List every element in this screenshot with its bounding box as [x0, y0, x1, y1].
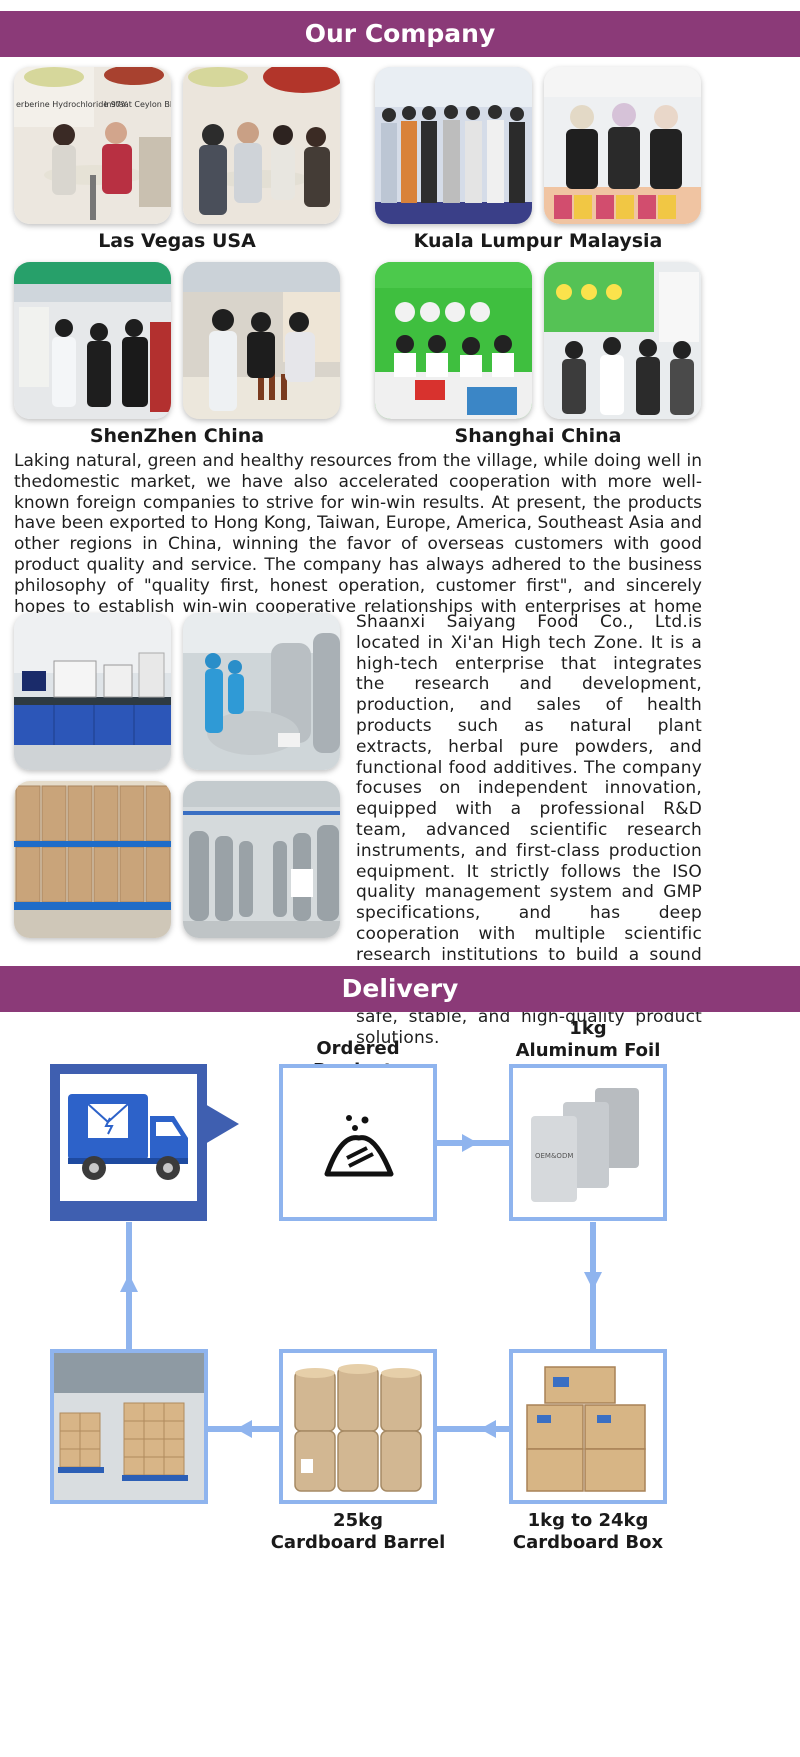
foil-bag-image: OEM&ODM — [531, 1088, 639, 1202]
barrel-box — [279, 1349, 437, 1504]
bag-label-text: OEM&ODM — [535, 1152, 573, 1160]
kuala-lumpur-photo-2 — [544, 67, 701, 224]
warehouse-image — [54, 1353, 204, 1500]
kuala-lumpur-photo-1 — [375, 67, 532, 224]
label-barrel: 25kg Cardboard Barrel — [270, 1510, 446, 1554]
truck-panel — [60, 1074, 197, 1201]
label-cardboard-box-type: Cardboard Box — [512, 1532, 664, 1553]
delivery-truck-icon — [68, 1094, 188, 1180]
lab-photo — [14, 613, 171, 770]
tank-hall-photo — [183, 781, 340, 938]
delivery-flow-arrows — [120, 1134, 602, 1438]
label-barrel-type: Cardboard Barrel — [270, 1532, 446, 1553]
barrel-warehouse-photo — [14, 781, 171, 938]
caption-shenzhen: ShenZhen China — [89, 425, 265, 447]
ordered-products-box — [279, 1064, 437, 1221]
production-photo — [183, 613, 340, 770]
caption-shanghai: Shanghai China — [454, 425, 622, 447]
company-intro-text: Laking natural, green and healthy resour… — [14, 451, 702, 637]
label-foil-bag-weight: 1kg — [569, 1018, 607, 1039]
warehouse-box — [50, 1349, 208, 1504]
shanghai-photo-2 — [544, 262, 701, 419]
las-vegas-photo-2 — [183, 67, 340, 224]
shenzhen-photo-2 — [183, 262, 340, 419]
label-cardboard-box-weight: 1kg to 24kg — [527, 1510, 649, 1531]
cardboard-barrel-image — [294, 1364, 422, 1492]
foil-bag-box: OEM&ODM — [509, 1064, 667, 1221]
caption-las-vegas: Las Vegas USA — [98, 230, 256, 252]
cardboard-box-image — [526, 1366, 646, 1492]
sign-ceylon: Instant Ceylon Black Tea — [104, 100, 171, 109]
sign-berberine: erberine Hydrochloride 97% — [16, 100, 129, 109]
cardboard-box-box — [509, 1349, 667, 1504]
las-vegas-photo-1: erberine Hydrochloride 97% Instant Ceylo… — [14, 67, 171, 224]
delivery-banner: Delivery — [0, 966, 800, 1012]
label-barrel-weight: 25kg — [333, 1510, 383, 1531]
our-company-banner: Our Company — [0, 11, 800, 57]
shanghai-photo-1 — [375, 262, 532, 419]
truck-box-pointer — [205, 1104, 239, 1144]
label-cardboard-box: 1kg to 24kg Cardboard Box — [500, 1510, 676, 1554]
powder-icon — [324, 1115, 394, 1177]
caption-kuala-lumpur: Kuala Lumpur Malaysia — [413, 230, 663, 252]
shenzhen-photo-1 — [14, 262, 171, 419]
